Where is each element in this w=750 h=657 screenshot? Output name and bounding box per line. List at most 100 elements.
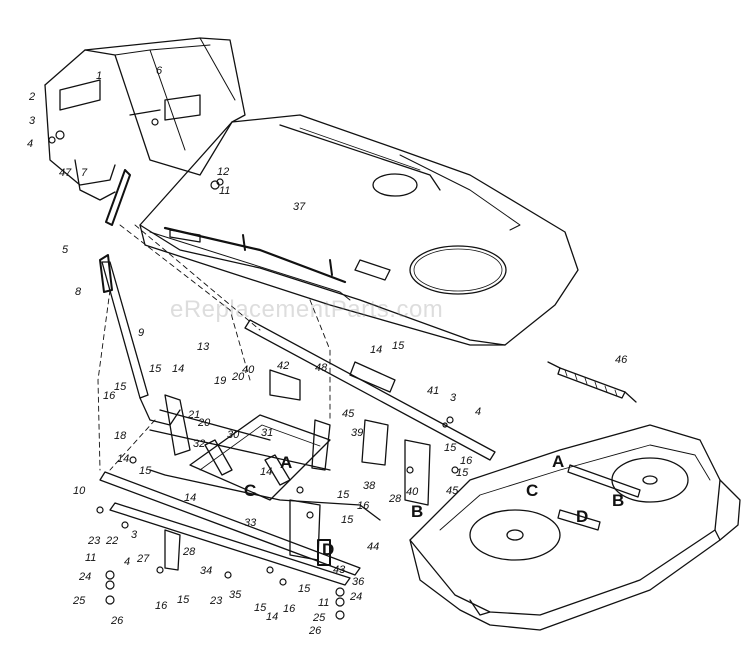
callout-48: 48 [315,362,328,374]
callout-15: 15 [392,340,405,352]
callout-22: 22 [106,535,119,547]
callout-11: 11 [219,185,231,197]
callout-16: 16 [357,500,370,512]
callout-26: 26 [111,615,124,627]
rear-lift-rod [244,319,496,461]
callout-11: 11 [318,597,330,609]
callout-27: 27 [137,553,150,565]
callout-31: 31 [261,427,274,439]
reference-letter-c: C [244,481,257,500]
callout-24: 24 [350,591,363,603]
callout-7: 7 [81,167,88,179]
callout-40: 40 [242,364,255,376]
reference-letter-b: B [612,491,625,510]
hanger-arms [164,394,431,571]
callout-16: 16 [283,603,296,615]
callout-16: 16 [155,600,168,612]
callout-15: 15 [298,583,311,595]
callout-14: 14 [117,453,130,465]
callout-46: 46 [615,354,628,366]
callout-14: 14 [266,611,279,623]
callout-23: 23 [88,535,101,547]
callout-15: 15 [254,602,267,614]
callout-44: 44 [367,541,380,553]
callout-28: 28 [389,493,402,505]
callout-41: 41 [427,385,440,397]
callout-10: 10 [73,485,86,497]
callout-37: 37 [293,201,306,213]
callout-35: 35 [229,589,242,601]
callout-20: 20 [232,371,245,383]
callout-24: 24 [79,571,92,583]
callout-42: 42 [277,360,290,372]
callout-14: 14 [370,344,383,356]
callout-16: 16 [103,390,116,402]
callout-12: 12 [217,166,230,178]
callout-21: 21 [188,409,201,421]
hardware [48,118,459,620]
callout-30: 30 [227,429,240,441]
callout-26: 26 [309,625,322,637]
lift-lever [99,169,181,426]
callout-15: 15 [444,442,457,454]
body-pan [139,114,579,346]
mower-deck [409,424,741,631]
callout-36: 36 [352,576,365,588]
center-frame [99,409,381,586]
callout-45: 45 [342,408,355,420]
callout-8: 8 [75,286,82,298]
callout-14: 14 [184,492,197,504]
callout-16: 16 [460,455,473,467]
callout-11: 11 [85,552,97,564]
callout-32: 32 [193,438,206,450]
callout-3: 3 [131,529,138,541]
callout-33: 33 [244,517,257,529]
reference-letter-a: A [280,453,293,472]
reference-letter-d: D [576,507,589,526]
callout-28: 28 [183,546,196,558]
callout-43: 43 [333,564,346,576]
callout-15: 15 [341,514,354,526]
assembly-guide-lines [97,224,331,471]
callout-5: 5 [62,244,69,256]
callout-45: 45 [446,485,459,497]
callout-15: 15 [456,467,469,479]
callout-4: 4 [27,138,34,150]
callout-34: 34 [200,565,213,577]
callout-38: 38 [363,480,376,492]
callout-18: 18 [114,430,127,442]
callout-40: 40 [406,486,419,498]
reference-letter-d: D [322,540,335,559]
callout-23: 23 [210,595,223,607]
callout-13: 13 [197,341,210,353]
callout-39: 39 [351,427,364,439]
callout-15: 15 [337,489,350,501]
reference-letter-b: B [411,502,424,521]
callout-4: 4 [475,406,482,418]
callout-3: 3 [29,115,36,127]
callout-15: 15 [139,465,152,477]
callout-4: 4 [124,556,131,568]
spring [547,361,637,403]
callout-25: 25 [73,595,86,607]
callout-20: 20 [198,417,211,429]
callout-14: 14 [172,363,185,375]
callout-6: 6 [156,65,163,77]
reference-letter-c: C [526,481,539,500]
callout-15: 15 [177,594,190,606]
callout-1: 1 [96,70,103,82]
callout-25: 25 [313,612,326,624]
callout-19: 19 [214,375,227,387]
callout-14: 14 [260,466,273,478]
callout-3: 3 [450,392,457,404]
callout-15: 15 [114,381,127,393]
callout-2: 2 [29,91,36,103]
callout-47: 47 [59,167,72,179]
watermark: eReplacementParts.com [170,296,444,323]
callout-9: 9 [138,327,145,339]
reference-letter-a: A [552,452,565,471]
callout-15: 15 [149,363,162,375]
seat-bracket [44,37,246,201]
